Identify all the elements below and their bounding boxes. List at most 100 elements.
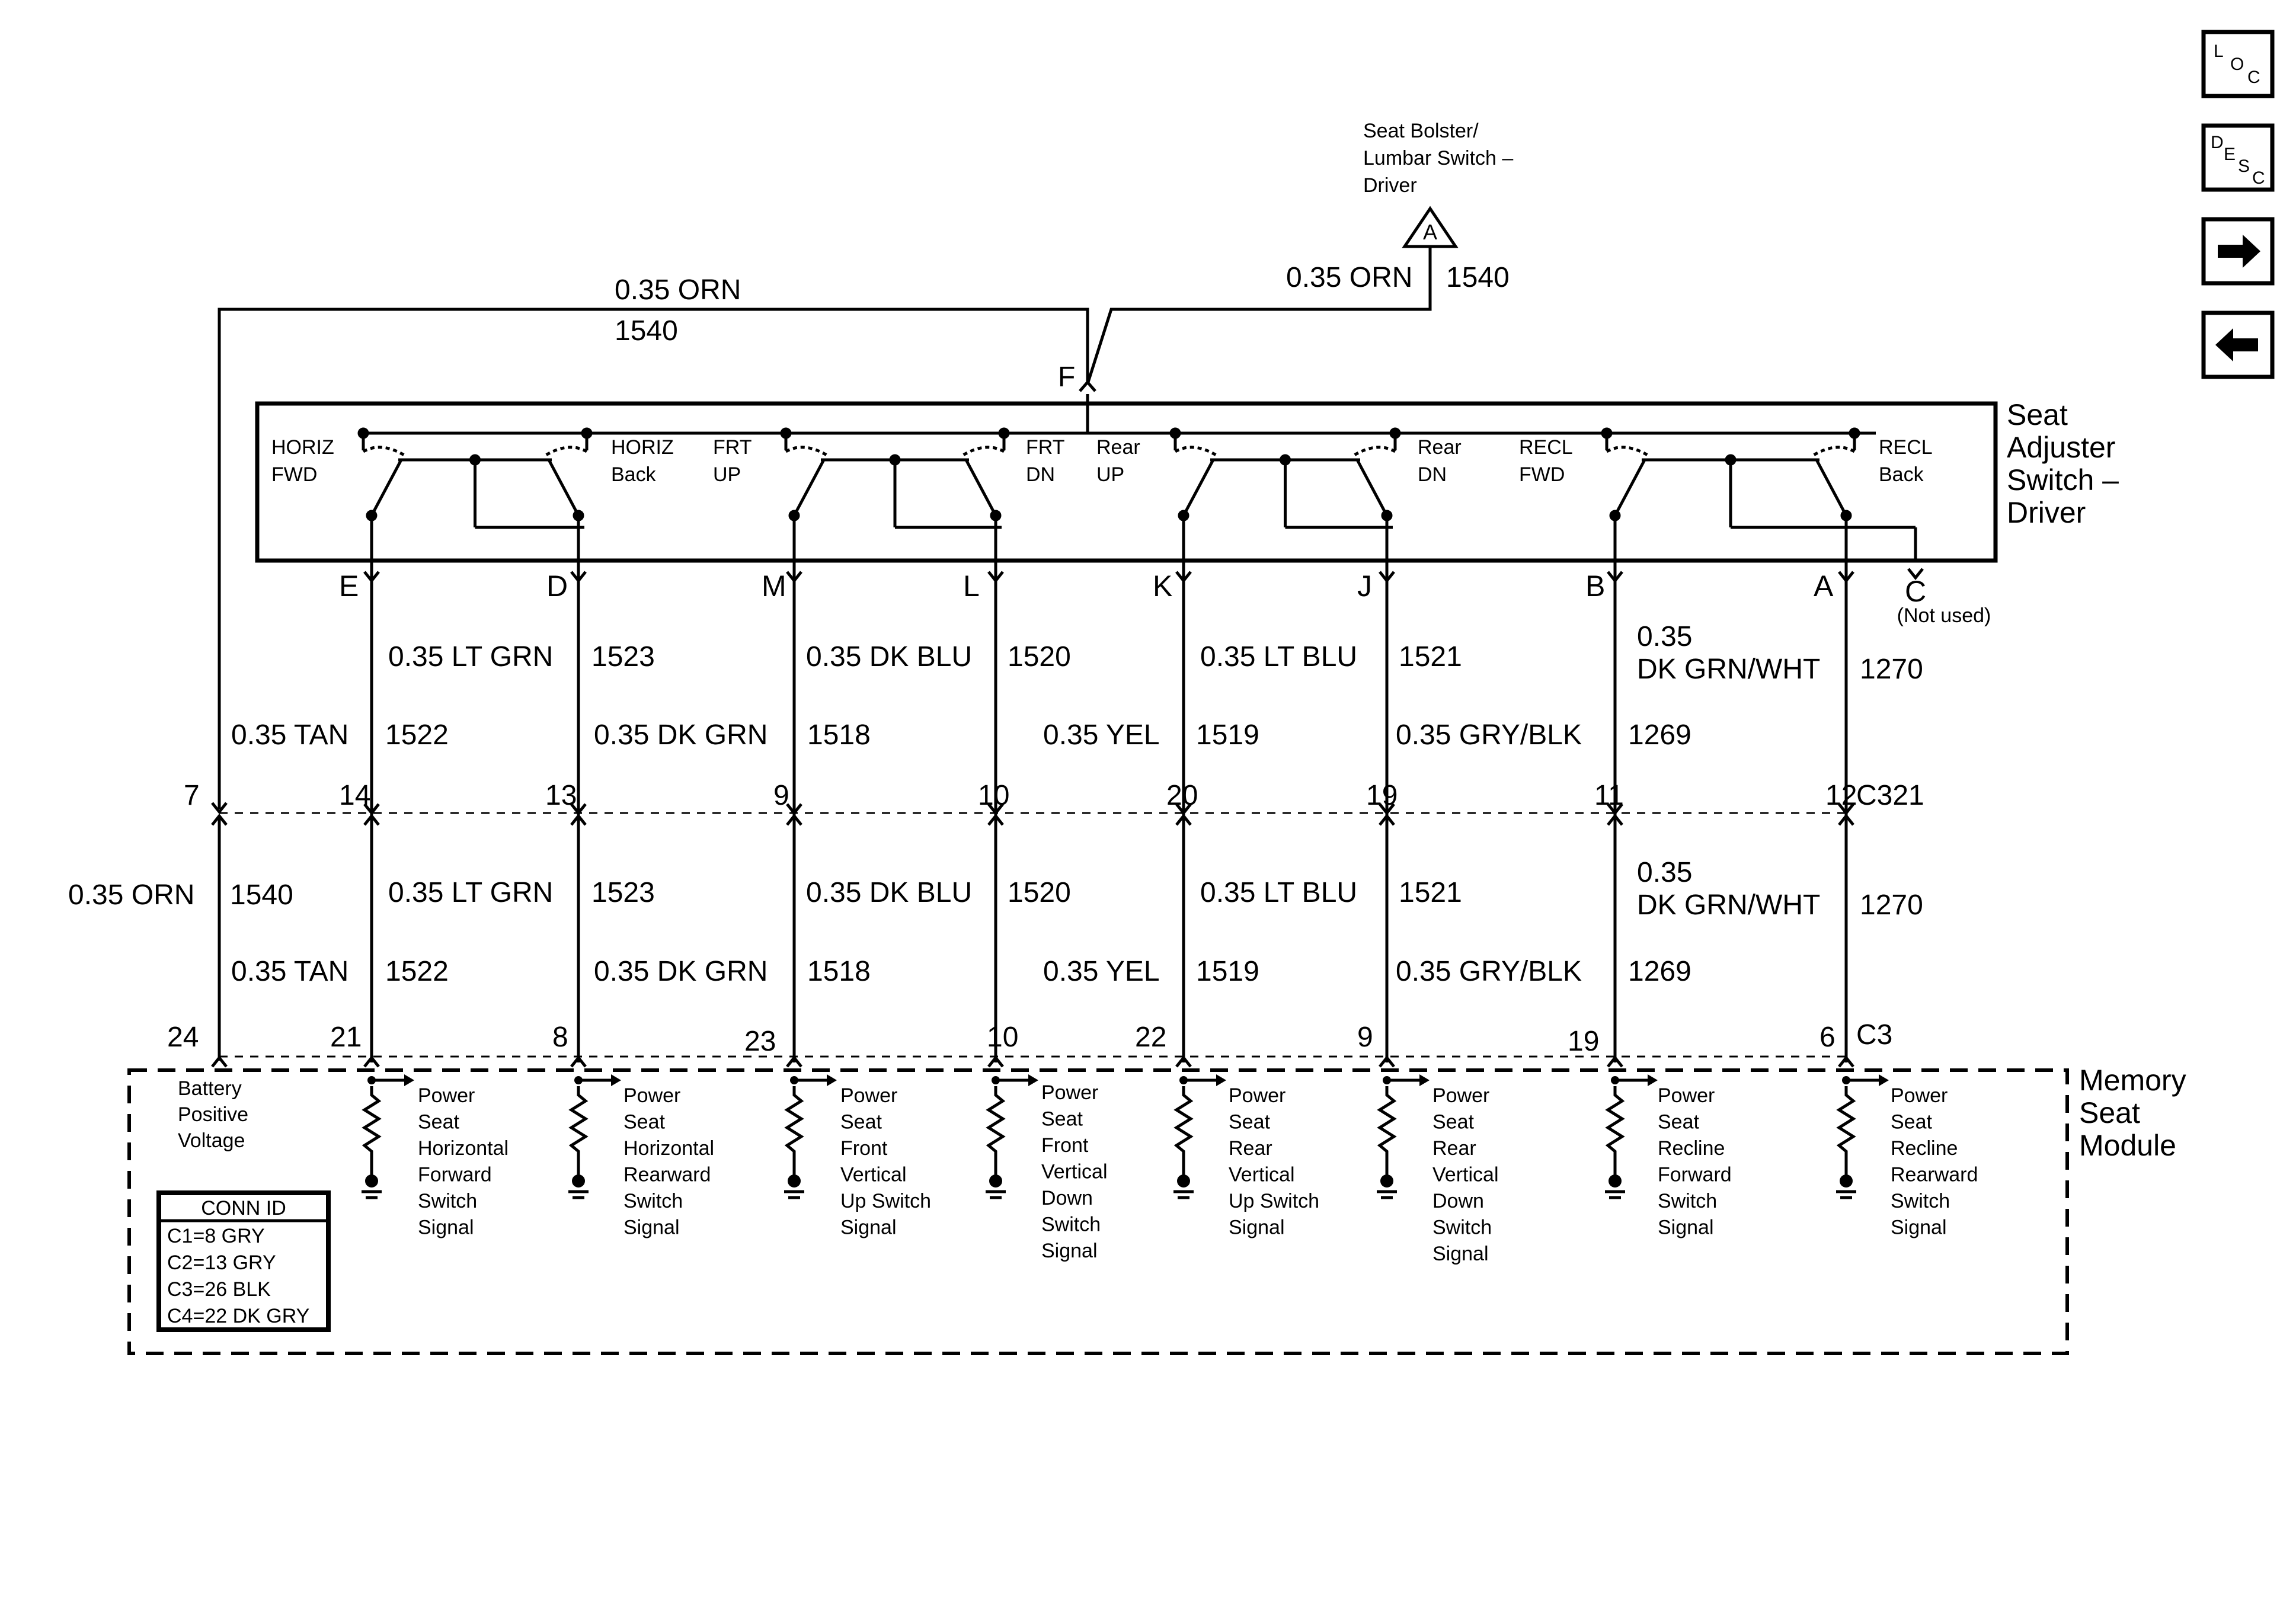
signal-arrow-icon: [1419, 1074, 1430, 1086]
contact-label-line: DN: [1418, 463, 1447, 486]
wire-circuit-number-lower: 1519: [1196, 956, 1259, 987]
c3-chevron-icon: [1838, 1055, 1854, 1068]
desc-letter-1: D: [2211, 133, 2224, 152]
signal-label-line: Signal: [418, 1217, 474, 1239]
c3-pin-label: 21: [330, 1022, 362, 1053]
wire-circuit-number-lower: 1270: [1860, 889, 1923, 921]
switch-pin-chevron-icon: [1175, 571, 1192, 584]
contact-label-line: Rear: [1096, 436, 1140, 459]
c321-label: C321: [1856, 780, 1924, 811]
battery-c321-chevron-icon-lower: [211, 813, 228, 826]
ground-dot: [1840, 1174, 1853, 1188]
junction-dot: [581, 427, 593, 439]
switch-pin-chevron-icon: [363, 571, 380, 584]
signal-label-line: Seat: [418, 1111, 459, 1134]
next-arrow-button[interactable]: [2201, 217, 2275, 286]
junction-dot: [357, 427, 369, 439]
switch-title-line-2: Adjuster: [2007, 431, 2115, 464]
c3-chevron-icon: [570, 1055, 587, 1068]
wire-color-lower: 0.35 YEL: [1043, 956, 1160, 987]
switch-pin-chevron-icon: [1379, 571, 1395, 584]
loc-button[interactable]: L O C: [2201, 30, 2275, 98]
junction-dot: [1280, 454, 1291, 466]
signal-arrow-icon: [827, 1074, 837, 1086]
signal-label-line: Seat: [1432, 1111, 1474, 1134]
wire-circuit-number: 1269: [1628, 719, 1691, 751]
wire-circuit-number: 1520: [1008, 641, 1071, 673]
junction-dot: [1601, 427, 1613, 439]
switch-blade: [792, 459, 826, 517]
switch-title-line-3: Switch –: [2007, 463, 2119, 497]
signal-label-line: Signal: [623, 1217, 680, 1239]
right-arrow-icon: [2218, 235, 2260, 268]
ground-dot: [1380, 1174, 1393, 1188]
contact-label-line: UP: [1096, 463, 1124, 486]
battery-label-line-2: Positive: [178, 1103, 248, 1126]
junction-dot: [1725, 454, 1737, 466]
switch-pin-label: K: [1153, 569, 1172, 603]
navigation-buttons: L O C D E S C: [2201, 30, 2275, 379]
back-arrow-button[interactable]: [2201, 311, 2275, 379]
wire-color-lower: 0.35 DK GRN: [594, 956, 768, 987]
wire-color: 0.35 DK GRN: [594, 719, 768, 751]
c321-pin-label: 11: [1594, 780, 1624, 811]
wire-color-line-lower: 0.35: [1637, 857, 1692, 888]
signal-label-line: Vertical: [1041, 1161, 1108, 1183]
switch-internals: [359, 394, 1876, 435]
c321-pin-label: 13: [545, 780, 577, 811]
wire-circuit-number-lower: 1521: [1399, 877, 1462, 908]
junction-dot: [790, 1076, 798, 1084]
signal-label-line: Signal: [1229, 1217, 1285, 1239]
switch-pin-label: D: [546, 569, 568, 603]
battery-label-line-3: Voltage: [178, 1129, 245, 1152]
wire-circuit-number: 1519: [1196, 719, 1259, 751]
actuator-arc: [1606, 446, 1649, 457]
resistor-icon: [1836, 1086, 1856, 1175]
c3-chevron-icon: [363, 1055, 380, 1068]
battery-wire-circuit: 1540: [230, 879, 293, 911]
c3-pin-label: 22: [1135, 1022, 1166, 1053]
pin-c-chevron-icon: [1907, 568, 1924, 581]
wire-color-line: DK GRN/WHT: [1637, 654, 1820, 685]
pin-f-chevron-icon: [1079, 380, 1096, 392]
desc-button[interactable]: D E S C: [2201, 123, 2275, 192]
c321-pin-label: 12: [1825, 780, 1857, 811]
wire-1540: [218, 247, 1432, 809]
contact-label-line: Back: [611, 463, 657, 486]
switch-pin-label: J: [1357, 569, 1372, 603]
signal-label-line: Vertical: [1432, 1164, 1499, 1186]
signal-label-line: Power: [840, 1084, 897, 1107]
resistor-icon: [362, 1086, 382, 1175]
c321-pin-label: 20: [1166, 780, 1198, 811]
switch-blade: [547, 459, 580, 517]
seat-adjuster-switch: Seat Adjuster Switch – Driver HORIZFWDHO…: [255, 394, 2119, 627]
signal-label-line: Seat: [1229, 1111, 1270, 1134]
switch-pair: [357, 427, 593, 563]
switch-pin-label: E: [339, 569, 359, 603]
switch-blade: [1815, 459, 1848, 517]
loc-letter-3: C: [2247, 68, 2260, 87]
signal-arrow-icon: [1648, 1074, 1658, 1086]
remote-wire-path: [1086, 247, 1432, 385]
switch-pin-f: F: [1058, 361, 1075, 393]
loc-letter-1: L: [2214, 41, 2224, 61]
switch-pin-chevron-icon: [1607, 571, 1623, 584]
remote-label-line-2: Lumbar Switch –: [1363, 147, 1513, 169]
c321-chevron-icon-lower: [1838, 813, 1854, 826]
wire-circuit-number-lower: 1269: [1628, 956, 1691, 987]
wire-circuit-number-lower: 1520: [1008, 877, 1071, 908]
c3-pin-label: 9: [1357, 1022, 1373, 1053]
signal-arrow-icon: [1216, 1074, 1226, 1086]
c3-pin-label: 8: [552, 1022, 568, 1053]
wire-color-lower: 0.35 LT GRN: [388, 877, 553, 908]
signal-label-line: Signal: [1041, 1240, 1098, 1262]
signal-label-line: Rear: [1229, 1137, 1272, 1160]
signal-arrow-icon: [611, 1074, 621, 1086]
remote-wire-circuit: 1540: [1446, 262, 1510, 293]
contact-label-line: FRT: [1026, 436, 1064, 459]
